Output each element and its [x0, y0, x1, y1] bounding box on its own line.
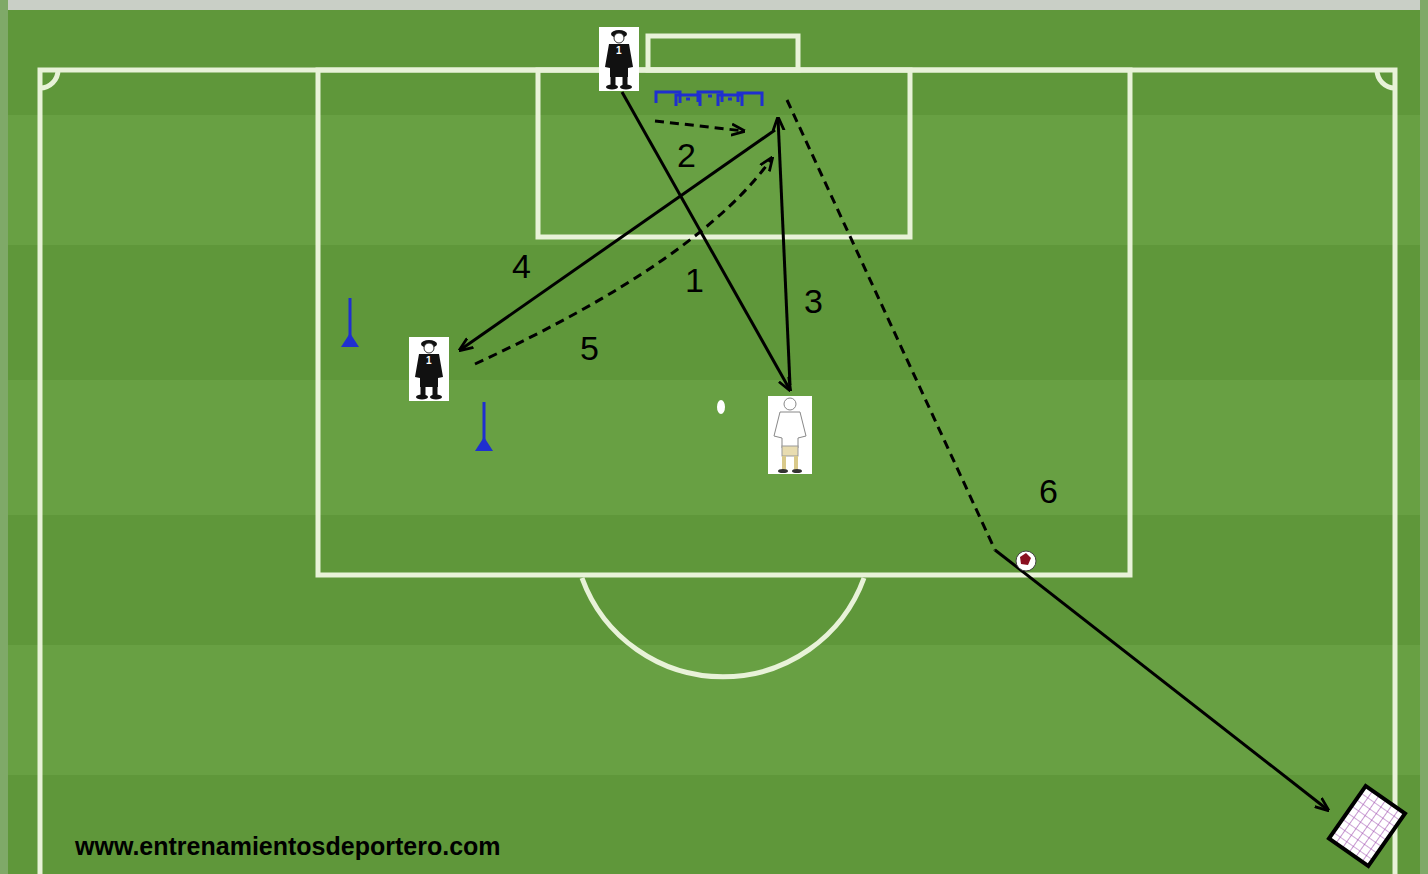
- callout-number: 4: [512, 249, 531, 283]
- cones: [341, 298, 493, 451]
- ball: [1016, 551, 1036, 571]
- mini-goal: [1329, 786, 1405, 866]
- goalkeeper-figure: [599, 27, 639, 91]
- penalty-spot: [717, 400, 725, 414]
- shirt-number: 1: [616, 46, 622, 56]
- goalkeeper-figure: [409, 337, 449, 401]
- hurdles: [656, 92, 762, 106]
- watermark: www.entrenamientosdeportero.com: [75, 834, 501, 859]
- callout-number: 1: [685, 263, 704, 297]
- pitch-lines: [40, 36, 1395, 874]
- callout-number: 6: [1039, 474, 1058, 508]
- movement-arrows: [460, 92, 1328, 810]
- callout-number: 3: [804, 284, 823, 318]
- goalkeeper: 1: [409, 337, 449, 401]
- field-player: [768, 396, 812, 474]
- callout-number: 5: [580, 331, 599, 365]
- callout-number: 2: [677, 138, 696, 172]
- goalkeeper: 1: [599, 27, 639, 91]
- shirt-number: 1: [426, 356, 432, 366]
